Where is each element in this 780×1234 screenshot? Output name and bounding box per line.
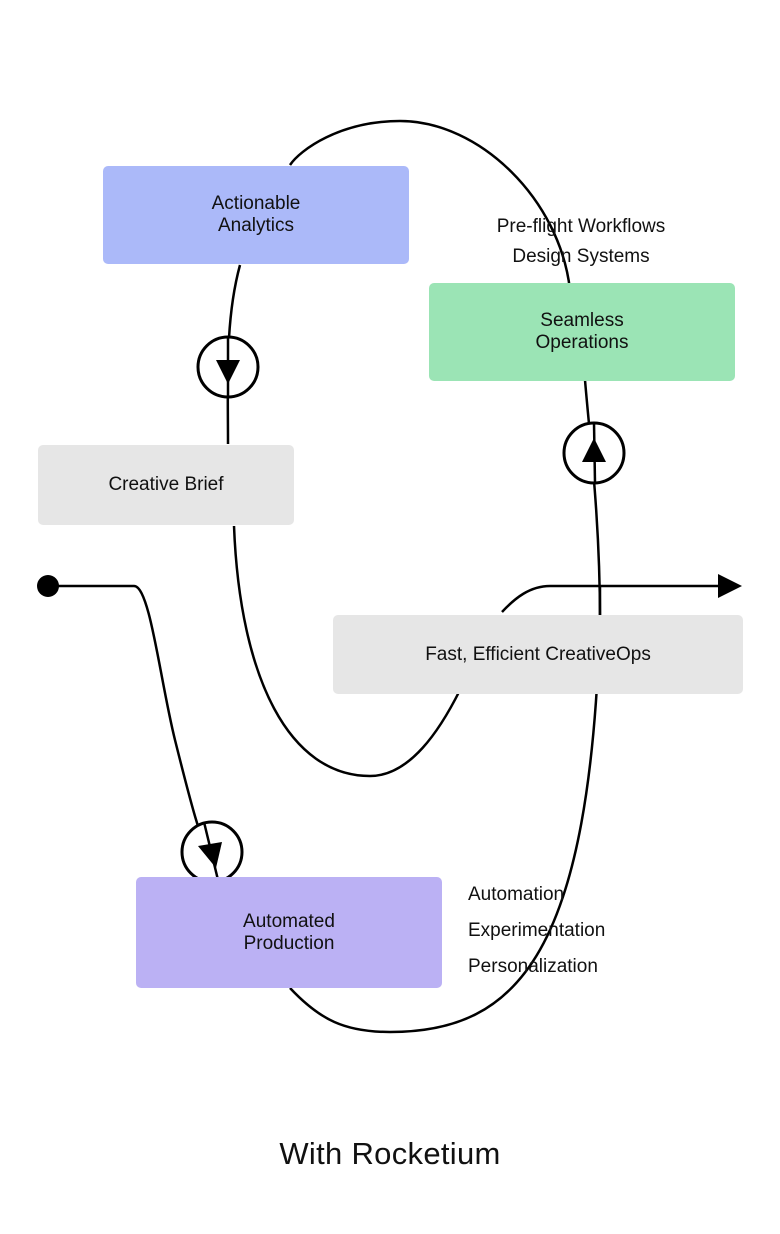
direction-indicator-analytics (196, 335, 260, 399)
node-label: Fast, Efficient CreativeOps (425, 643, 651, 665)
node-fast-efficient-creativeops: Fast, Efficient CreativeOps (333, 615, 743, 694)
node-label: Actionable (211, 193, 301, 214)
note-item: Automation (468, 884, 565, 905)
node-creative-brief: Creative Brief (38, 445, 294, 525)
node-label: Production (243, 932, 335, 954)
production-notes: Automation Experimentation Personalizati… (468, 884, 605, 978)
node-label: Creative Brief (108, 474, 224, 495)
node-label: Operations (535, 332, 629, 353)
direction-indicator-production (180, 820, 244, 884)
note-item: Personalization (468, 956, 598, 977)
note-item: Experimentation (468, 920, 606, 941)
exit-arrowhead (718, 574, 742, 598)
node-automated-production: Automated Production (136, 877, 442, 988)
node-label: Analytics (217, 215, 294, 236)
loop-connector-bottom (289, 586, 602, 1034)
start-dot (37, 575, 59, 597)
operations-notes: Pre-flight Workflows Design Systems (480, 216, 682, 268)
loop-connector-right (583, 379, 602, 621)
exit-connector (501, 584, 722, 613)
node-label: Seamless (540, 310, 624, 331)
loop-connector-lower (232, 525, 462, 778)
direction-indicator-operations (562, 421, 626, 485)
loop-connector-top (288, 119, 572, 291)
node-seamless-operations: Seamless Operations (429, 283, 735, 381)
note-item: Design Systems (512, 246, 650, 267)
note-item: Pre-flight Workflows (496, 216, 666, 237)
diagram-caption: With Rocketium (279, 1136, 501, 1171)
node-label: Automated (243, 910, 335, 932)
node-actionable-analytics: Actionable Analytics (103, 166, 409, 264)
